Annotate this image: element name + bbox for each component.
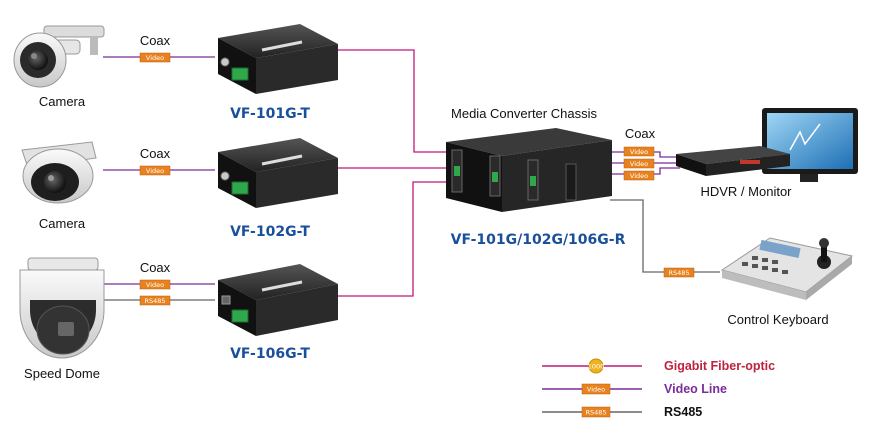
legend-video-tag: Video: [587, 386, 605, 394]
rs485-lines: [103, 199, 720, 301]
coax-label-2: Coax: [140, 146, 171, 161]
video-tag-3-text: Video: [146, 281, 164, 289]
camera-2: [21, 141, 97, 204]
hdvr-label: HDVR / Monitor: [700, 184, 792, 199]
monitor: [762, 108, 858, 182]
converter-2-model: VF-102G-T: [230, 224, 310, 240]
coax-label-right: Coax: [625, 126, 656, 141]
speed-dome: [19, 257, 105, 359]
video-tag-out-3-text: Video: [630, 172, 648, 180]
legend-fiber-label: Gigabit Fiber-optic: [664, 359, 775, 373]
converter-1-model: VF-101G-T: [230, 106, 310, 122]
legend-rs485-label: RS485: [664, 405, 702, 419]
camera-1: [13, 25, 105, 88]
fiber-lines: [336, 49, 448, 297]
rs485-line-keyboard: [610, 199, 720, 273]
camera-2-label: Camera: [39, 216, 86, 231]
coax-label-3: Coax: [140, 260, 171, 275]
video-tag-1-text: Video: [146, 54, 164, 62]
converter-3-model: VF-106G-T: [230, 346, 310, 362]
camera-1-label: Camera: [39, 94, 86, 109]
keyboard-label: Control Keyboard: [727, 312, 828, 327]
rs485-tag-dome: RS485: [139, 295, 171, 306]
converter-2: [218, 138, 338, 208]
rs485-tag-keyboard: RS485: [663, 267, 695, 278]
chassis: [446, 128, 612, 212]
legend-rs485-tag: RS485: [585, 409, 606, 417]
legend-rs485: RS485 RS485: [542, 405, 702, 419]
fiber-line-1: [336, 49, 448, 153]
fiber-line-3: [336, 181, 448, 297]
video-tag-out-1-text: Video: [630, 148, 648, 156]
legend-video: Video Video Line: [542, 382, 727, 396]
video-tag-3: Video: [139, 279, 171, 290]
control-keyboard: [720, 237, 854, 300]
converter-3: [218, 264, 338, 336]
converter-1: [218, 24, 338, 94]
video-tag-out-2-text: Video: [630, 160, 648, 168]
coax-label-1: Coax: [140, 33, 171, 48]
video-tag-2: Video: [139, 165, 171, 176]
video-tag-out-1: Video: [623, 146, 655, 157]
legend-fiber: 1000 Gigabit Fiber-optic: [542, 358, 775, 374]
chassis-model: VF-101G/102G/106G-R: [451, 232, 626, 248]
chassis-title: Media Converter Chassis: [451, 106, 597, 121]
rs485-tag-keyboard-text: RS485: [668, 269, 689, 277]
video-tag-out-2: Video: [623, 158, 655, 169]
legend-fiber-tag: 1000: [588, 363, 605, 371]
rs485-tag-dome-text: RS485: [144, 297, 165, 305]
video-tag-1: Video: [139, 52, 171, 63]
video-tag-out-3: Video: [623, 170, 655, 181]
legend-video-label: Video Line: [664, 382, 727, 396]
hdvr: [676, 146, 790, 176]
speed-dome-label: Speed Dome: [24, 366, 100, 381]
legend: 1000 Gigabit Fiber-optic Video Video Lin…: [542, 358, 775, 419]
video-tag-2-text: Video: [146, 167, 164, 175]
